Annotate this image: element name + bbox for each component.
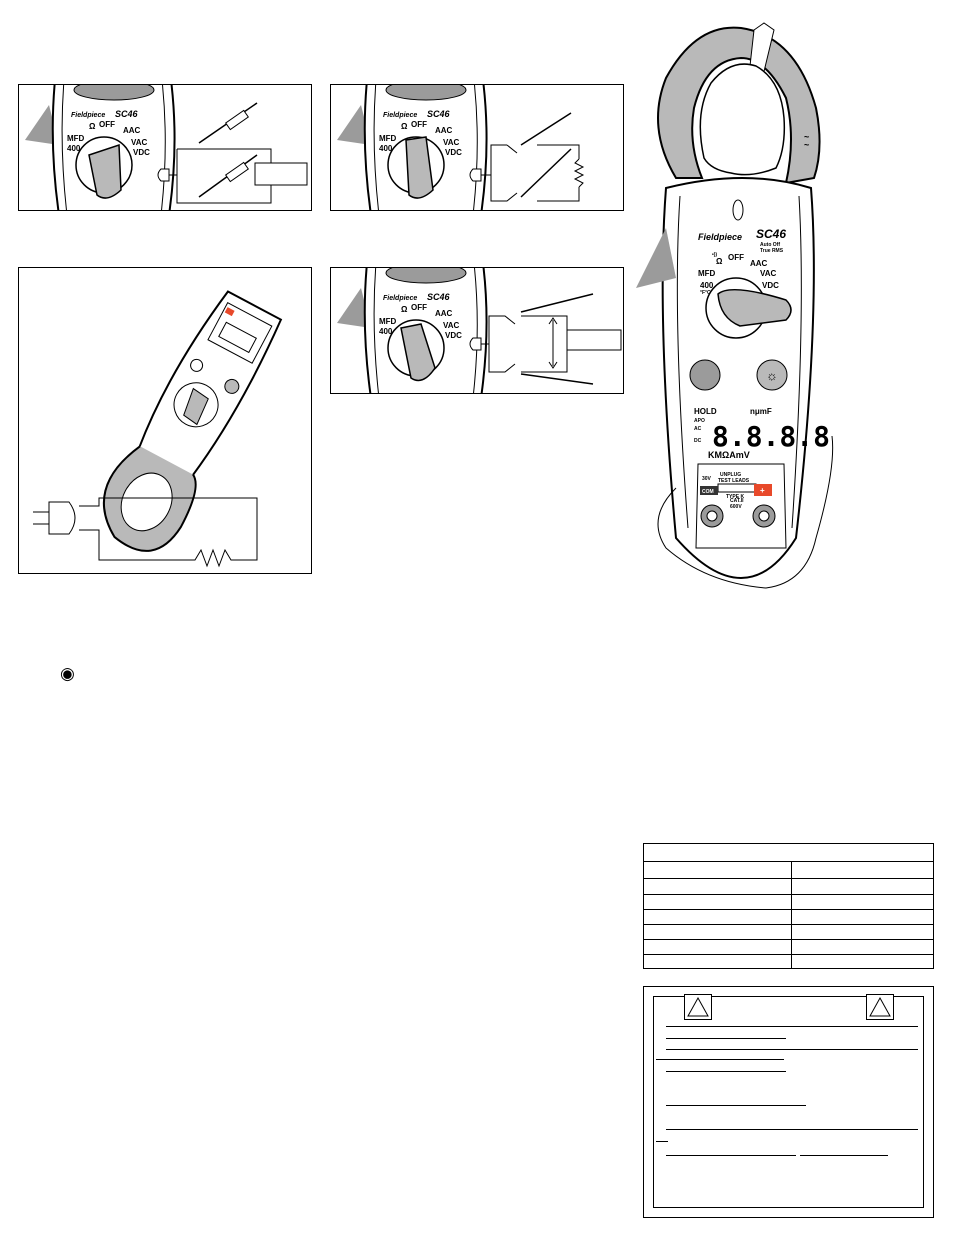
svg-text:VDC: VDC — [133, 148, 150, 157]
svg-text:AAC: AAC — [435, 309, 453, 318]
svg-text:400: 400 — [379, 144, 393, 153]
svg-text:AAC: AAC — [435, 126, 453, 135]
svg-text:OFF: OFF — [728, 253, 744, 262]
svg-text:MFD: MFD — [698, 269, 716, 278]
svg-text:~: ~ — [804, 140, 809, 150]
text-line — [666, 1071, 786, 1072]
svg-text:VAC: VAC — [760, 269, 777, 278]
model-label: SC46 — [427, 109, 451, 119]
svg-text:AAC: AAC — [123, 126, 141, 135]
figure-capacitance: Fieldpiece SC46 Ω OFF AAC MFD 400 VAC VD… — [330, 267, 624, 394]
svg-text:VAC: VAC — [131, 138, 148, 147]
lcd-digits: 8.8.8.8 — [712, 420, 830, 453]
text-line — [666, 1038, 786, 1039]
text-line — [656, 1141, 668, 1142]
meter-dial-illustration: Fieldpiece SC46 Ω OFF AAC MFD 400 VAC VD… — [25, 85, 308, 210]
warning-triangle-icon — [866, 994, 894, 1020]
svg-text:400: 400 — [700, 281, 714, 290]
table-row — [644, 909, 933, 910]
svg-text:~: ~ — [804, 132, 809, 142]
svg-text:AAC: AAC — [750, 259, 768, 268]
text-line — [666, 1105, 806, 1106]
svg-text:HOLD: HOLD — [694, 407, 717, 416]
table-row — [644, 878, 933, 879]
svg-text:TEST LEADS: TEST LEADS — [718, 478, 750, 484]
selector-marker-icon: ◉ — [60, 664, 75, 684]
svg-text:Ω: Ω — [716, 257, 723, 266]
meter-dial-illustration: Fieldpiece SC46 Ω OFF AAC MFD 400 VAC VD… — [337, 85, 585, 210]
table-row — [644, 954, 933, 955]
svg-text:°F°C: °F°C — [700, 290, 711, 296]
table-column-divider — [791, 861, 792, 968]
text-line — [666, 1026, 918, 1027]
figure-ac-voltage: Fieldpiece SC46 Ω OFF AAC MFD 400 VAC VD… — [18, 84, 312, 211]
svg-text:CAT.II: CAT.II — [730, 498, 744, 504]
svg-text:400: 400 — [67, 144, 81, 153]
svg-text:VAC: VAC — [443, 321, 460, 330]
svg-text:True RMS: True RMS — [760, 248, 784, 254]
table-row — [644, 924, 933, 925]
clamp-meter-large: ~ ~ Fieldpiece SC46 Auto Off True RMS •)… — [636, 18, 856, 598]
figure-clamp-current — [18, 267, 312, 574]
svg-text:MFD: MFD — [379, 134, 397, 143]
svg-text:+: + — [760, 486, 765, 495]
table-row — [644, 894, 933, 895]
svg-text:400: 400 — [379, 327, 393, 336]
brand-label: Fieldpiece — [71, 112, 105, 119]
specification-table — [643, 843, 934, 969]
clamp-meter-body: ~ ~ Fieldpiece SC46 Auto Off True RMS •)… — [636, 22, 834, 589]
svg-text:OFF: OFF — [411, 120, 427, 129]
model-label: SC46 — [115, 109, 139, 119]
brand-label: Fieldpiece — [383, 295, 417, 302]
figure-resistance: Fieldpiece SC46 Ω OFF AAC MFD 400 VAC VD… — [330, 84, 624, 211]
svg-text:AC: AC — [694, 426, 702, 432]
text-line — [666, 1049, 918, 1050]
table-row — [644, 939, 933, 940]
clamp-meter-illustration — [33, 290, 283, 568]
svg-text:VDC: VDC — [762, 281, 779, 290]
svg-text:nμmF: nμmF — [750, 407, 772, 416]
svg-text:DC: DC — [694, 438, 702, 444]
warning-box — [643, 986, 934, 1218]
svg-text:Ω: Ω — [401, 305, 408, 314]
svg-text:MFD: MFD — [67, 134, 85, 143]
svg-text:VDC: VDC — [445, 331, 462, 340]
svg-text:MFD: MFD — [379, 317, 397, 326]
svg-text:TYPE K: TYPE K — [726, 494, 744, 500]
svg-text:Ω: Ω — [89, 122, 96, 131]
svg-text:VAC: VAC — [443, 138, 460, 147]
text-line — [656, 1059, 784, 1060]
svg-text:•)): •)) — [712, 252, 717, 258]
svg-text:600V: 600V — [730, 504, 742, 510]
text-line — [800, 1155, 888, 1156]
brand-label: Fieldpiece — [383, 112, 417, 119]
svg-text:UNPLUG: UNPLUG — [720, 472, 741, 478]
svg-text:VDC: VDC — [445, 148, 462, 157]
warning-triangle-icon — [684, 994, 712, 1020]
warning-inner-border — [653, 994, 924, 1208]
svg-text:KMΩAmV: KMΩAmV — [708, 450, 750, 460]
svg-text:Ω: Ω — [401, 122, 408, 131]
svg-text:OFF: OFF — [99, 120, 115, 129]
svg-text:APO: APO — [694, 418, 705, 424]
text-line — [666, 1155, 796, 1156]
svg-text:OFF: OFF — [411, 303, 427, 312]
svg-text:30V: 30V — [702, 476, 712, 482]
svg-text:☼: ☼ — [766, 368, 778, 383]
meter-dial-illustration: Fieldpiece SC46 Ω OFF AAC MFD 400 VAC VD… — [337, 268, 622, 393]
svg-text:Auto Off: Auto Off — [760, 242, 780, 248]
brand-label: Fieldpiece — [698, 232, 742, 242]
table-row — [644, 861, 933, 862]
model-label: SC46 — [427, 292, 451, 302]
model-label: SC46 — [756, 227, 786, 241]
text-line — [666, 1129, 918, 1130]
svg-text:COM: COM — [702, 489, 714, 495]
